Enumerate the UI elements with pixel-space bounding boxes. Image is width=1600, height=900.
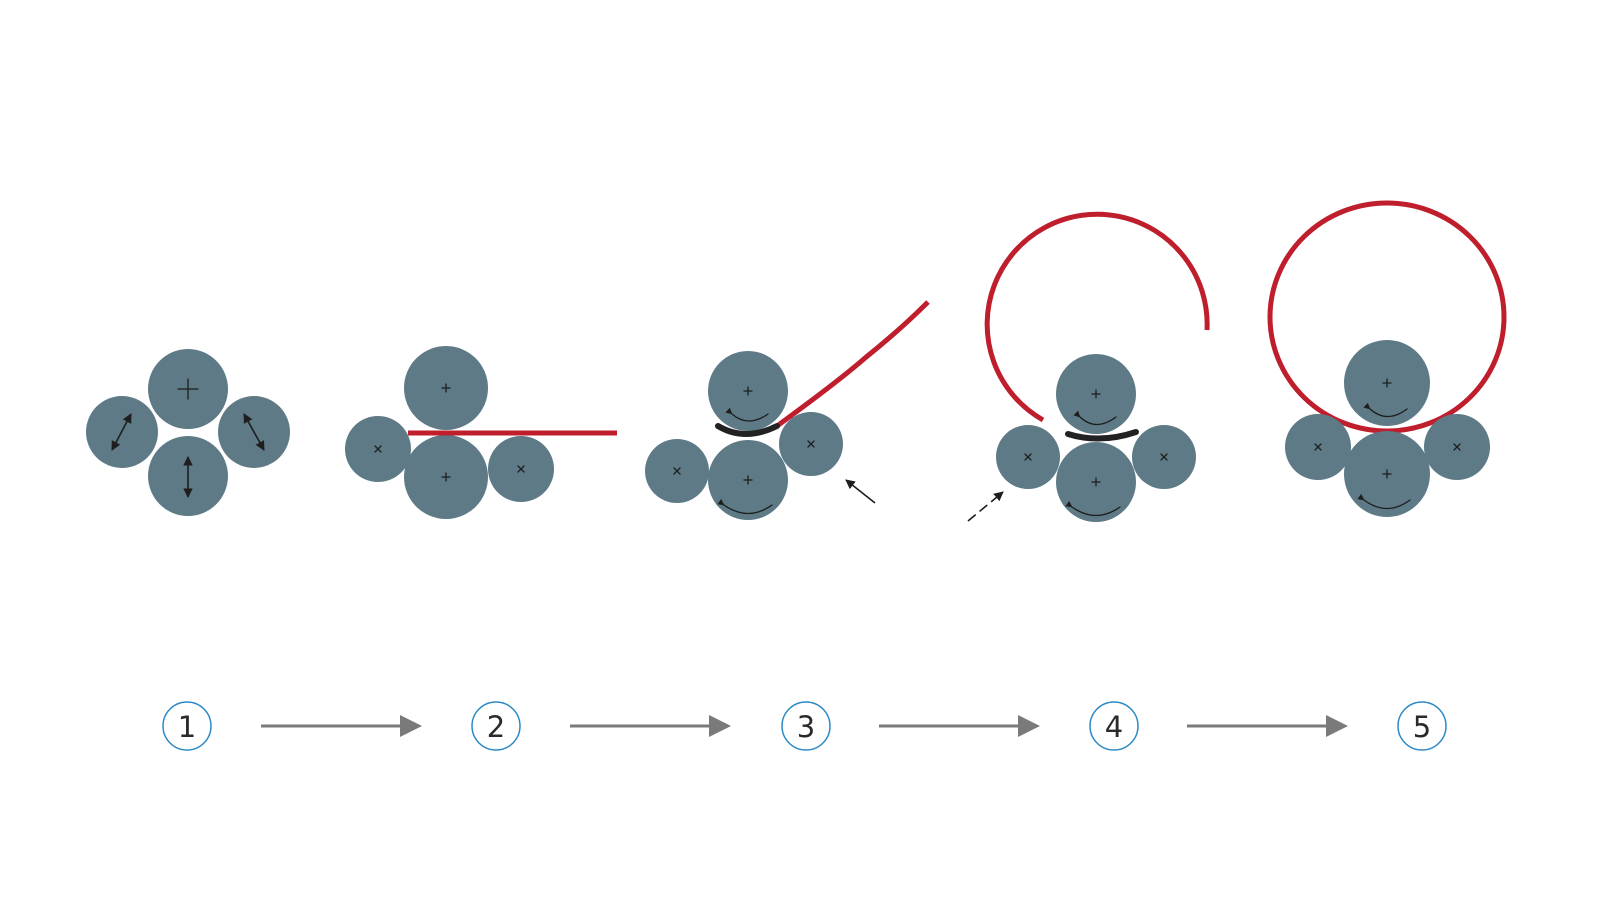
step-2-marker: 2 [471, 701, 521, 751]
step-number: 3 [797, 710, 815, 744]
cross-mark-icon [1160, 453, 1168, 461]
cross-mark-icon [374, 445, 382, 453]
double-headed-arrow-icon [243, 413, 265, 451]
step-4-marker: 4 [1089, 701, 1139, 751]
double-headed-arrow-icon [111, 413, 132, 451]
right-arrow-icon [879, 715, 1040, 737]
stage-3-pre-bending [645, 300, 930, 520]
diagonal-arrow-icon [845, 479, 876, 504]
plus-mark-icon [441, 472, 451, 482]
cross-mark-icon [1314, 443, 1322, 451]
partially-rolled-plate [984, 211, 1210, 423]
cross-mark-icon [673, 467, 681, 475]
step-5-marker: 5 [1397, 701, 1447, 751]
curved-rotation-arrow-icon [1065, 500, 1121, 517]
step-number: 1 [178, 710, 196, 744]
cross-mark-icon [1024, 453, 1032, 461]
plus-mark-icon [441, 383, 451, 393]
stage-5-closed-cylinder [1267, 200, 1507, 517]
stage-2-plate-feeding [345, 346, 617, 519]
pre-bent-plate-edge [715, 423, 780, 437]
right-arrow-icon [570, 715, 731, 737]
plus-mark-icon [1091, 389, 1101, 399]
step-number: 2 [487, 710, 505, 744]
curved-rotation-arrow-icon [1363, 402, 1408, 418]
plus-mark-icon [1091, 477, 1101, 487]
curved-rotation-arrow-icon [1073, 410, 1117, 426]
curved-rotation-arrow-icon [1357, 493, 1411, 510]
curved-rotation-arrow-icon [725, 407, 769, 422]
plus-mark-icon [743, 475, 753, 485]
stage-4-rolling [967, 211, 1210, 522]
plate [775, 300, 930, 429]
plus-mark-icon [743, 386, 753, 396]
pre-bent-plate-edge [1065, 429, 1139, 442]
step-3-marker: 3 [781, 701, 831, 751]
right-arrow-icon [1187, 715, 1348, 737]
plus-mark-icon [1382, 469, 1392, 479]
cross-mark-icon [1453, 443, 1461, 451]
step-1-marker: 1 [162, 701, 212, 751]
step-number: 5 [1413, 710, 1431, 744]
cross-mark-icon [517, 465, 525, 473]
plus-mark-icon [1382, 378, 1392, 388]
stage-1-roll-layout [86, 349, 290, 516]
curved-rotation-arrow-icon [717, 498, 773, 515]
cross-mark-icon [807, 440, 815, 448]
diagonal-arrow-icon [967, 491, 1004, 522]
step-number: 4 [1105, 710, 1123, 744]
step-sequence: 1 2 3 4 5 [162, 701, 1447, 751]
right-arrow-icon [261, 715, 422, 737]
plus-mark-icon [177, 378, 199, 400]
